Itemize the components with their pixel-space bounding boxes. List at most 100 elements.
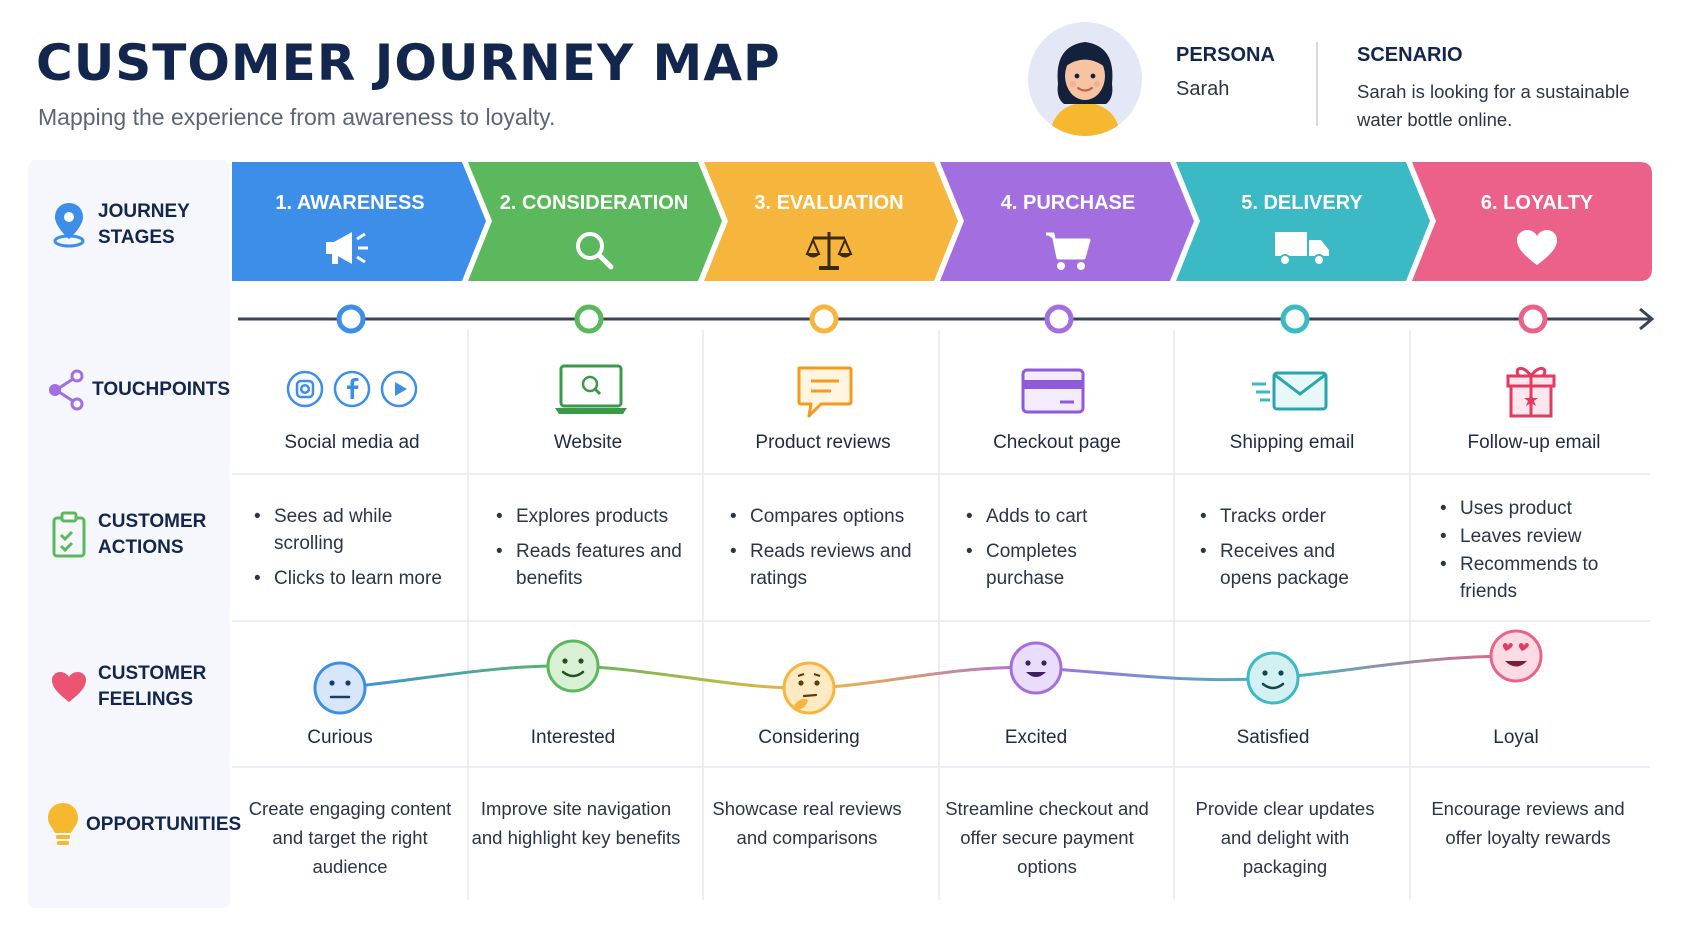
timeline-node — [574, 304, 604, 334]
actions-list-consideration: Explores products Reads features and ben… — [492, 503, 692, 600]
row-label-customer-actions: CUSTOMER ACTIONS — [28, 500, 230, 570]
stage-chevron-awareness — [232, 162, 486, 281]
action-item: Receives and opens package — [1196, 538, 1381, 592]
stage-label: 4. PURCHASE — [1000, 192, 1136, 214]
touchpoint-label: Website — [553, 432, 623, 453]
persona-label: PERSONA — [1176, 44, 1275, 66]
feeling-label: Satisfied — [1236, 727, 1310, 748]
interested-face-icon — [546, 639, 600, 693]
header-divider — [1316, 42, 1318, 126]
excited-face-icon — [1009, 641, 1063, 695]
row-label-text: CUSTOMER ACTIONS — [98, 511, 207, 558]
stage-label: 6. LOYALTY — [1480, 192, 1594, 214]
action-item: Compares options — [726, 503, 926, 530]
action-item: Reads reviews and ratings — [726, 538, 926, 592]
row-label-journey-stages: JOURNEY STAGES — [28, 190, 230, 260]
row-label-text: TOUCHPOINTS — [92, 379, 230, 400]
truck-icon — [1184, 228, 1420, 273]
megaphone-icon — [232, 228, 468, 273]
stage-label: 5. DELIVERY — [1241, 192, 1363, 214]
stage-chevron-consideration — [468, 162, 722, 281]
touchpoint-label: Social media ad — [284, 432, 420, 453]
feeling-label: Considering — [758, 727, 860, 748]
action-item: Explores products — [492, 503, 692, 530]
opportunity-text: Encourage reviews and offer loyalty rewa… — [1431, 798, 1625, 848]
timeline-node — [1518, 304, 1548, 334]
share-nodes-icon — [46, 368, 86, 412]
persona-name: Sarah — [1176, 78, 1230, 100]
heart-icon — [1419, 228, 1655, 273]
stage-label: 3. EVALUATION — [754, 192, 904, 214]
actions-list-purchase: Adds to cart Completes purchase — [962, 503, 1132, 600]
action-item: Clicks to learn more — [250, 565, 455, 592]
stage-chevron-purchase — [940, 162, 1194, 281]
feeling-label: Excited — [1004, 727, 1068, 748]
stage-chevron-delivery — [1176, 162, 1430, 281]
action-item: Reads features and benefits — [492, 538, 692, 592]
touchpoint-label: Checkout page — [993, 432, 1121, 453]
action-item: Uses product — [1436, 495, 1621, 522]
feeling-label: Loyal — [1493, 727, 1539, 748]
action-item: Tracks order — [1196, 503, 1381, 530]
touchpoint-label: Follow-up email — [1467, 432, 1601, 453]
actions-list-evaluation: Compares options Reads reviews and ratin… — [726, 503, 926, 600]
touchpoint-label: Shipping email — [1229, 432, 1355, 453]
row-label-opportunities: OPPORTUNITIES — [28, 795, 241, 855]
stage-chevron-loyalty — [1412, 162, 1652, 281]
scenario-label: SCENARIO — [1357, 44, 1463, 66]
chat-bubble-icon — [795, 364, 853, 425]
persona-avatar — [1028, 22, 1142, 136]
magnifier-icon — [476, 228, 712, 277]
action-item: Sees ad while scrolling — [250, 503, 455, 557]
laptop-search-icon — [553, 364, 629, 421]
satisfied-face-icon — [1246, 651, 1300, 705]
action-item: Adds to cart — [962, 503, 1132, 530]
actions-list-awareness: Sees ad while scrolling Clicks to learn … — [250, 503, 455, 600]
opportunity-text: Showcase real reviews and comparisons — [712, 798, 902, 848]
row-label-text: OPPORTUNITIES — [86, 814, 242, 835]
row-label-customer-feelings: CUSTOMER FEELINGS — [28, 652, 230, 722]
stage-label: 1. AWARENESS — [275, 192, 425, 214]
actions-list-delivery: Tracks order Receives and opens package — [1196, 503, 1381, 600]
heart-icon — [46, 670, 92, 704]
scales-icon — [711, 228, 947, 277]
email-icon — [1250, 370, 1330, 417]
location-pin-icon — [46, 201, 92, 249]
cart-icon — [950, 228, 1186, 277]
play-video-icon — [380, 370, 418, 413]
curious-face-icon — [313, 661, 367, 715]
lightbulb-icon — [46, 801, 80, 849]
page-subtitle: Mapping the experience from awareness to… — [38, 104, 556, 130]
considering-face-icon — [782, 661, 836, 715]
timeline-node — [809, 304, 839, 334]
opportunity-text: Improve site navigation and highlight ke… — [471, 798, 681, 848]
row-label-text: JOURNEY STAGES — [98, 201, 190, 248]
row-label-column — [28, 160, 230, 908]
scenario-text: Sarah is looking for a sustainable water… — [1357, 81, 1630, 130]
timeline-node — [336, 304, 366, 334]
page-title: CUSTOMER JOURNEY MAP — [36, 34, 781, 92]
action-item: Leaves review — [1436, 523, 1621, 550]
opportunity-text: Create engaging content and target the r… — [248, 798, 452, 877]
row-label-text: CUSTOMER FEELINGS — [98, 663, 207, 710]
actions-list-loyalty: Uses product Leaves review Recommends to… — [1436, 495, 1621, 606]
touchpoint-label: Product reviews — [755, 432, 891, 453]
stage-label: 2. CONSIDERATION — [499, 192, 689, 214]
opportunity-text: Streamline checkout and offer secure pay… — [945, 798, 1149, 877]
gift-icon — [1505, 362, 1557, 423]
facebook-icon — [333, 370, 371, 413]
timeline-node — [1280, 304, 1310, 334]
loyal-face-icon — [1489, 629, 1543, 683]
action-item: Recommends to friends — [1436, 551, 1621, 605]
journey-stages-band: 1. AWARENESS 2. CONSIDERATION 3. EVALUAT… — [232, 162, 1652, 281]
feeling-label: Curious — [307, 727, 373, 748]
opportunity-text: Provide clear updates and delight with p… — [1195, 798, 1375, 877]
action-item: Completes purchase — [962, 538, 1132, 592]
feeling-label: Interested — [530, 727, 616, 748]
row-label-touchpoints: TOUCHPOINTS — [28, 360, 230, 420]
emotion-curve — [339, 654, 1517, 690]
credit-card-icon — [1020, 366, 1086, 421]
stage-chevron-evaluation — [704, 162, 958, 281]
timeline-node — [1044, 304, 1074, 334]
